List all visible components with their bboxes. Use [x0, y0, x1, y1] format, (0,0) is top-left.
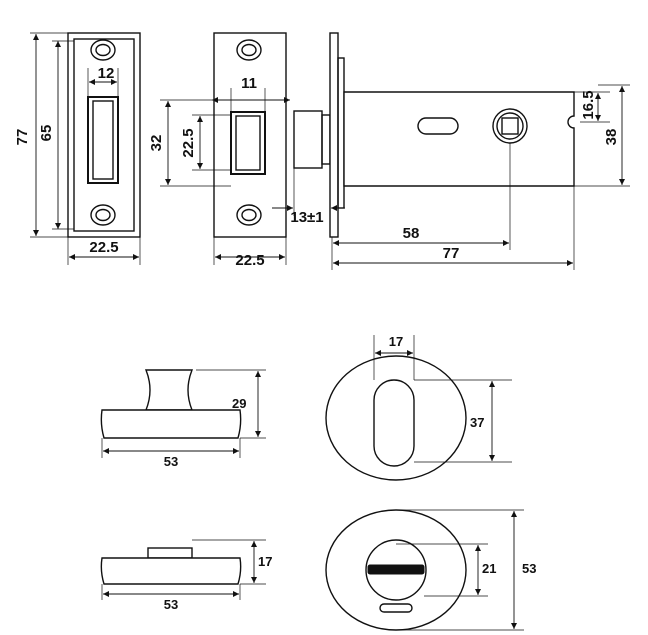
thumbturn-knob [144, 369, 194, 411]
release-button [147, 547, 193, 559]
faceplate-flange [337, 57, 345, 209]
release-indicator [379, 603, 413, 613]
strike-plate-view: 77 65 12 22.5 [14, 32, 141, 265]
thumbturn-knob-front [373, 379, 415, 467]
dim-case-height-label: 38 [603, 129, 620, 146]
dim-forend-width-22-5-label: 22.5 [235, 252, 264, 269]
release-front-view: 21 53 [325, 509, 536, 631]
spindle-boss-inner [496, 112, 524, 140]
screw-hole-bottom-inner [95, 208, 111, 222]
strike-plate-inner-outline [73, 38, 135, 232]
forend-slot [230, 111, 266, 175]
latch-case-fixing-slot [417, 117, 459, 135]
dim-release-diameter-label: 53 [522, 561, 536, 576]
dim-release-height-label: 17 [258, 554, 272, 569]
forend-plate-outline [213, 32, 287, 238]
dim-strike-height-77-label: 77 [14, 129, 31, 146]
strike-slot-inner [92, 100, 114, 180]
screw-hole-bottom [90, 204, 116, 226]
strike-slot [87, 96, 119, 184]
dim-strike-slot-12-label: 12 [98, 65, 115, 82]
screw-hole-top [90, 39, 116, 61]
release-rose [100, 557, 242, 585]
forend-screw-top-inner [241, 43, 257, 57]
dim-thumbturn-width-label: 53 [164, 454, 178, 469]
thumbturn-rose [100, 409, 242, 439]
latch-bolt [293, 110, 323, 169]
release-turn-circle [365, 539, 427, 601]
dim-strike-height-65-label: 65 [38, 125, 55, 142]
latch-case [343, 91, 575, 187]
forend-screw-bottom [236, 204, 262, 226]
release-slot [367, 564, 425, 575]
dim-forend-32-label: 32 [148, 135, 165, 152]
dim-thumbturn-front-width-label: 17 [389, 334, 403, 349]
dim-release-width-label: 53 [164, 597, 178, 612]
forend-screw-bottom-inner [241, 208, 257, 222]
thumbturn-side-view: 29 53 [100, 369, 266, 469]
forend-plate-view: 11 32 22.5 22.5 [148, 32, 290, 269]
thumbturn-rose-front [325, 355, 467, 481]
release-side-view: 17 53 [100, 539, 272, 612]
thumbturn-front-view: 17 37 [325, 334, 512, 481]
latch-bolt-tip [321, 114, 331, 165]
dim-release-front-slot-label: 21 [482, 561, 496, 576]
faceplate [329, 32, 339, 238]
dim-strike-width-22-5-label: 22.5 [89, 239, 118, 256]
dim-projection-label: 13±1 [290, 209, 323, 226]
spindle-square [501, 117, 519, 135]
dim-forend-slot-11-label: 11 [241, 75, 257, 92]
strike-plate-outline [67, 32, 141, 238]
latch-body-view: 13±1 58 77 16.5 38 [272, 32, 630, 270]
dim-thumbturn-front-height-label: 37 [470, 415, 484, 430]
forend-slot-inner [235, 115, 261, 171]
dim-backset-58-label: 58 [403, 225, 420, 242]
dim-length-77-label: 77 [443, 245, 460, 262]
dim-spindle-height-label: 16.5 [580, 90, 597, 119]
forend-screw-top [236, 39, 262, 61]
dim-thumbturn-height-label: 29 [232, 396, 246, 411]
screw-hole-top-inner [95, 43, 111, 57]
dim-forend-22-5-label: 22.5 [180, 128, 197, 157]
